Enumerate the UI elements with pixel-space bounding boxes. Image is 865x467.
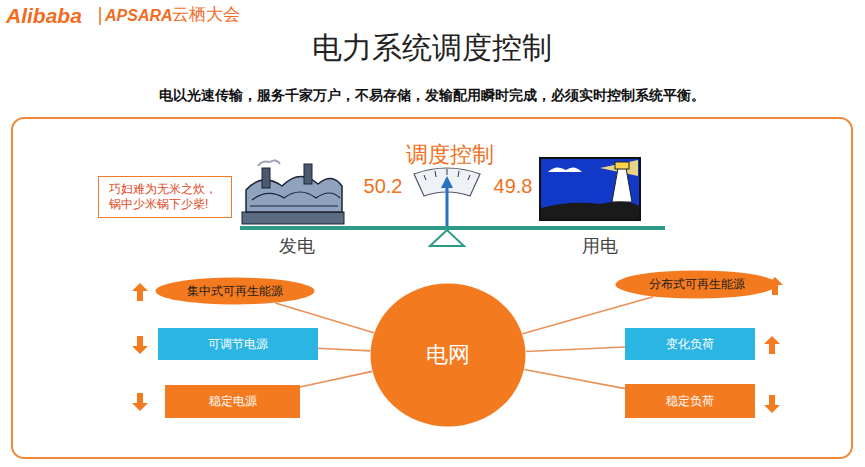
power-plant-picture xyxy=(242,160,344,224)
source-box: 可调节电源 xyxy=(158,328,318,360)
balance-beam xyxy=(240,226,665,230)
node-text: 变化负荷 xyxy=(666,337,714,352)
load-ellipse: 分布式可再生能源 xyxy=(615,270,778,299)
logo-text: Alibaba xyxy=(6,3,82,28)
node-text: 稳定电源 xyxy=(209,394,257,409)
load-box: 变化负荷 xyxy=(625,328,755,360)
load-box: 稳定负荷 xyxy=(625,384,755,418)
frame xyxy=(12,118,852,458)
connector-line xyxy=(524,370,625,389)
value-label: 49.8 xyxy=(494,174,533,198)
connector-line xyxy=(526,347,625,352)
fulcrum xyxy=(430,230,464,246)
connector-line xyxy=(318,348,370,351)
node-text: 可调节电源 xyxy=(208,337,268,352)
callout-box: 巧妇难为无米之炊，锅中少米锅下少柴! xyxy=(98,176,232,218)
subtitle: 电以光速传输，服务千家万户，不易存储，发输配用瞬时完成，必须实时控制系统平衡。 xyxy=(159,87,705,104)
node-text: 集中式可再生能源 xyxy=(187,284,283,299)
node-text: 电网 xyxy=(426,341,470,369)
node-text: 巧妇难为无米之炊，锅中少米锅下少柴! xyxy=(109,182,221,212)
source-ellipse: 集中式可再生能源 xyxy=(155,277,315,305)
connector-line xyxy=(300,371,372,387)
side-label: 用电 xyxy=(582,236,618,258)
source-box: 稳定电源 xyxy=(165,385,300,418)
grid-circle: 电网 xyxy=(370,283,526,427)
node-text: 分布式可再生能源 xyxy=(649,277,745,292)
scale-heading: 调度控制 xyxy=(406,142,494,168)
gauge xyxy=(414,168,480,226)
value-label: 50.2 xyxy=(364,174,403,198)
node-text: 稳定负荷 xyxy=(666,394,714,409)
side-label: 发电 xyxy=(279,236,315,258)
page-title: 电力系统调度控制 xyxy=(312,30,552,66)
logo-separator xyxy=(99,7,101,25)
logo-text: 云栖大会 xyxy=(172,5,240,25)
logo-text: APSARA xyxy=(105,6,173,25)
lighthouse-picture xyxy=(540,158,640,220)
